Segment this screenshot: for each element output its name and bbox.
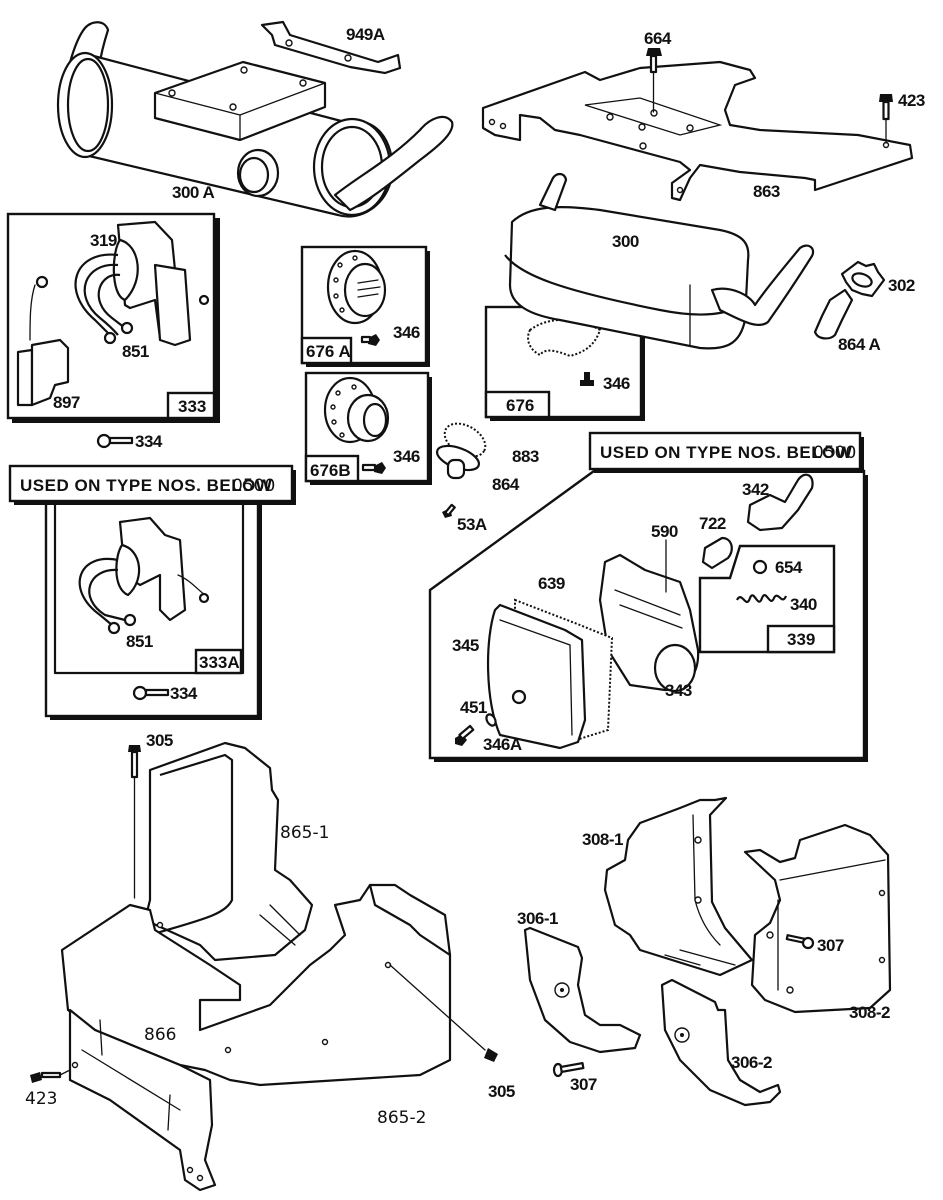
banner-left-text: USED ON TYPE NOS. BELOW [20,476,273,495]
adapter-864a [813,288,854,340]
label-664: 664 [644,29,672,48]
bolt-423-top [879,94,893,144]
armature-box-333a [8,464,296,720]
box-676 [484,305,645,421]
cover-308-1 [603,796,754,977]
label-343: 343 [665,681,692,700]
bolt-664 [646,48,662,113]
shroud-assembly [30,741,498,1192]
armature-box-333 [6,212,220,423]
label-590: 590 [651,522,678,541]
box-label-333: 333 [178,397,206,416]
box-676b [304,371,432,485]
label-865-2: 865-2 [377,1108,426,1128]
label-307-bottom: 307 [570,1075,597,1094]
box-label-676a: 676 A [306,342,351,361]
label-342: 342 [742,480,769,499]
label-883: 883 [512,447,539,466]
gasket-883-flange-864 [435,422,487,480]
label-300a: 300 A [172,183,214,202]
label-722: 722 [699,514,726,533]
label-305-top: 305 [146,731,173,750]
label-451: 451 [460,698,487,717]
label-423-bottom: 423 [25,1089,57,1109]
label-302: 302 [888,276,915,295]
label-864a: 864 A [838,335,880,354]
bolt-334-top [96,433,134,449]
label-346-676b: 346 [393,447,420,466]
label-865-1: 865-1 [280,823,329,843]
label-639: 639 [538,574,565,593]
label-897: 897 [53,393,80,412]
label-423-top: 423 [898,91,925,110]
label-654: 654 [775,558,803,577]
label-864: 864 [492,475,520,494]
label-866: 866 [144,1025,176,1045]
muffler-300a [56,21,454,218]
label-308-1: 308-1 [582,830,623,849]
label-345: 345 [452,636,479,655]
banner-right-text: USED ON TYPE NOS. BELOW [600,443,853,462]
muffler-300 [504,172,815,350]
label-346-676: 346 [603,374,630,393]
washer-302 [840,260,886,298]
cover-306-1 [523,926,642,1054]
label-346a: 346A [483,735,522,754]
label-53a: 53A [457,515,487,534]
cover-308-2 [743,823,892,1014]
label-334-bottom: 334 [170,684,198,703]
cover-306-2 [660,978,782,1107]
label-851-bottom: 851 [126,632,153,651]
label-306-1: 306-1 [517,909,558,928]
banner-right-code: 0500 [813,443,856,463]
banner-left-code: 0500 [232,476,275,496]
box-label-676: 676 [506,396,534,415]
label-308-2: 308-2 [849,1003,890,1022]
label-851-top: 851 [122,342,149,361]
label-863: 863 [753,182,780,201]
bracket-863 [481,60,914,202]
box-label-676b: 676B [310,461,351,480]
label-949a: 949A [346,25,385,44]
bolt-334-bottom [132,685,170,701]
box-label-333a: 333A [199,653,240,672]
box-label-339: 339 [787,630,815,649]
box-676a [300,245,430,367]
label-305-bottom: 305 [488,1082,515,1101]
label-340: 340 [790,595,817,614]
label-334-top: 334 [135,432,163,451]
screw-53a [442,503,456,518]
label-346-676a: 346 [393,323,420,342]
bracket-949a [260,20,402,75]
label-319: 319 [90,231,117,250]
screw-307-bottom [552,1062,585,1078]
label-306-2: 306-2 [731,1053,772,1072]
label-300: 300 [612,232,639,251]
air-cleaner-region [428,431,868,762]
label-307-right: 307 [817,936,844,955]
screw-307-right [785,934,815,950]
